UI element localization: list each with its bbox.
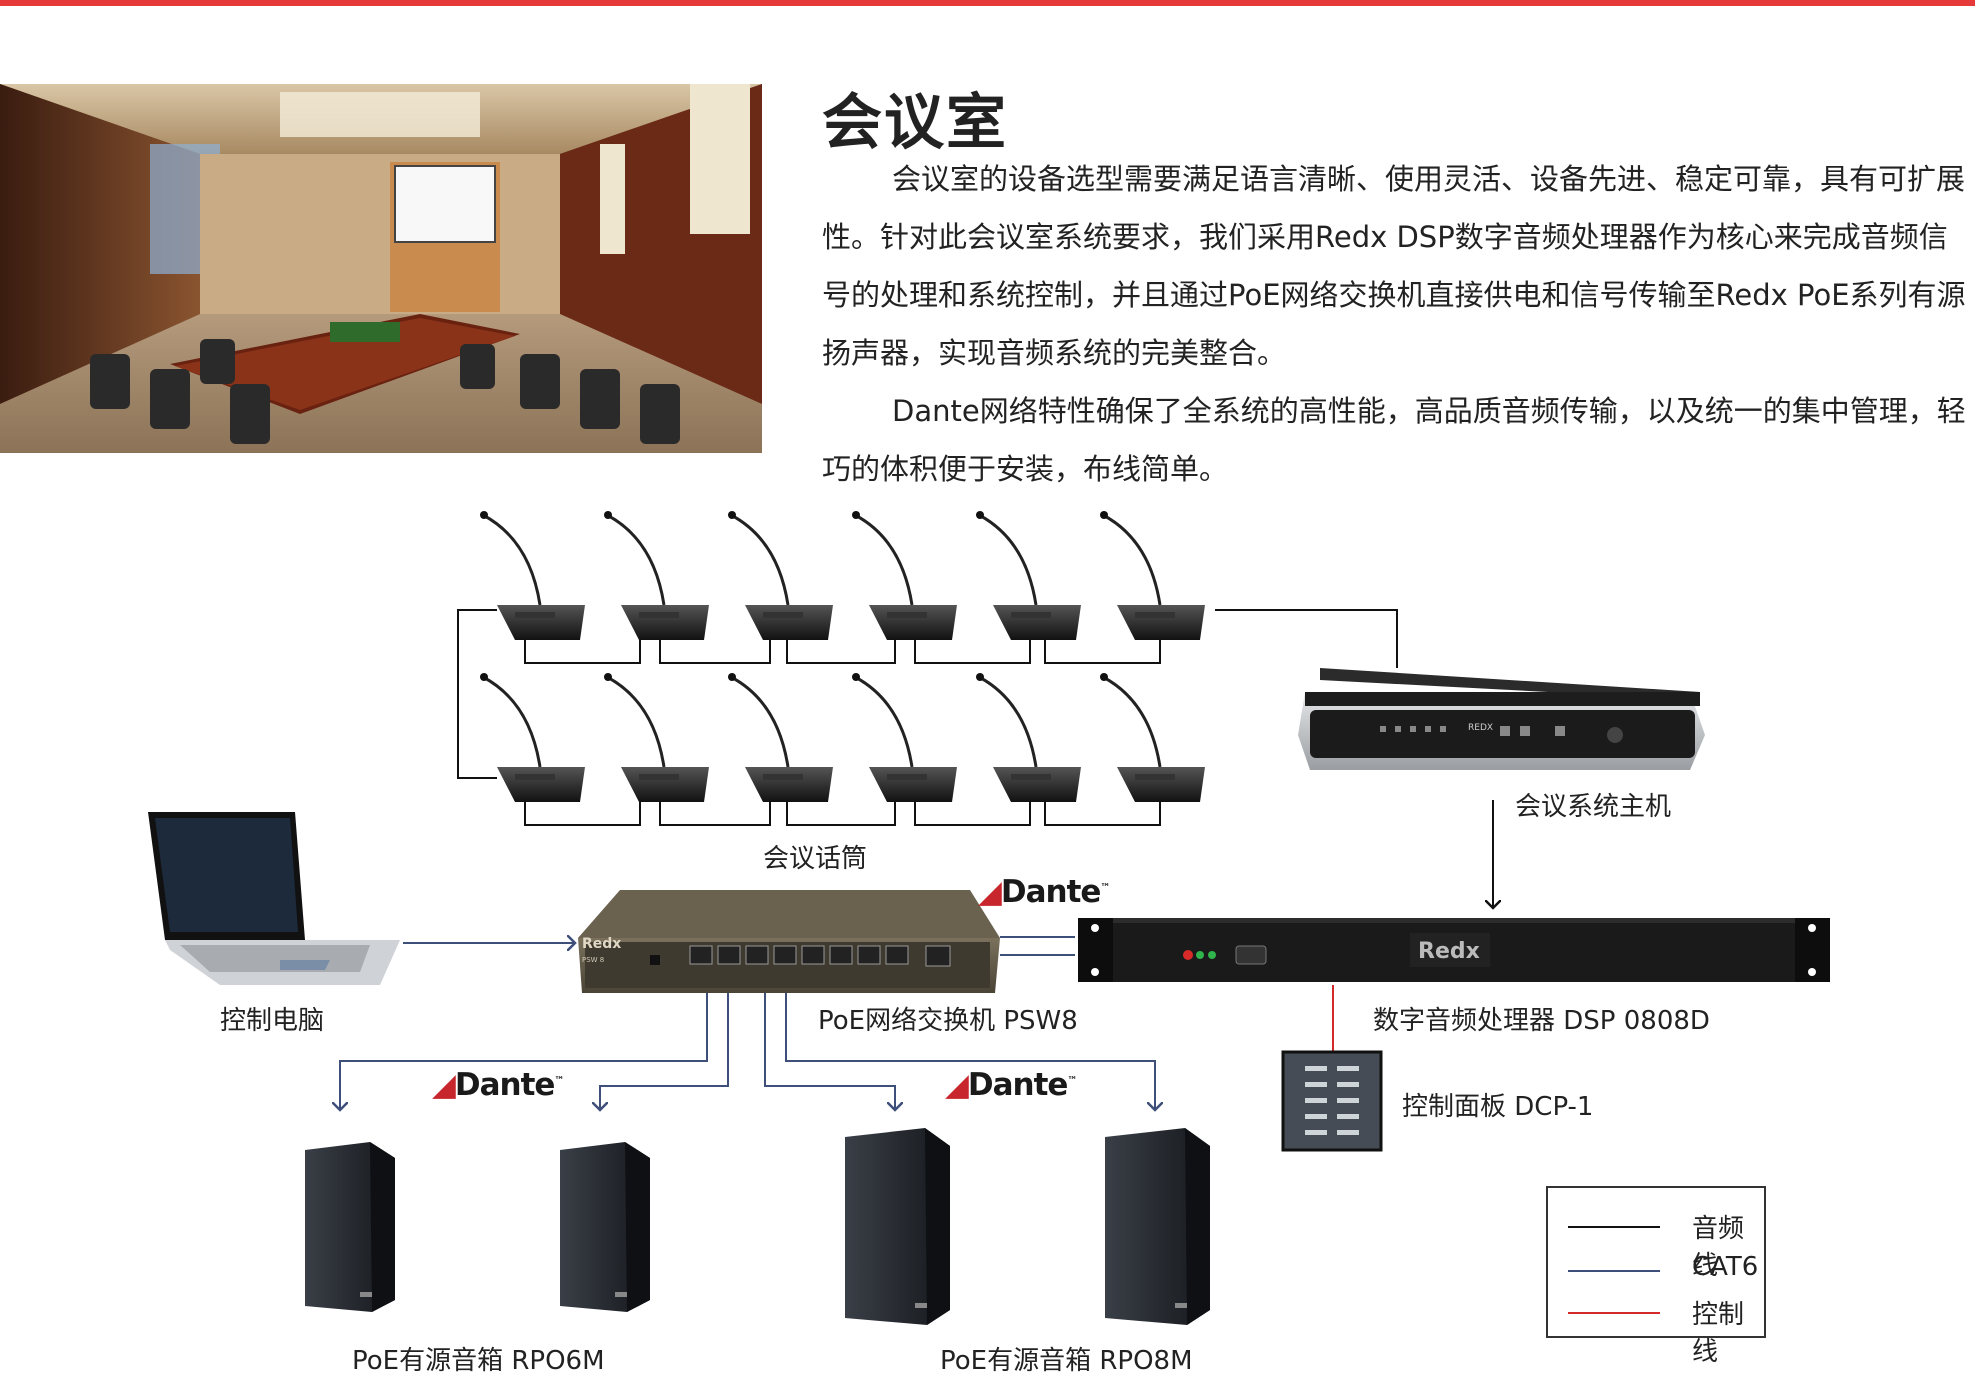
- mic-label: 会议话筒: [763, 844, 868, 874]
- host-label: 会议系统主机: [1515, 792, 1672, 822]
- legend-swatch-control: [1568, 1312, 1660, 1314]
- intro-paragraph-text: 会议室的设备选型需要满足语言清晰、使用灵活、设备先进、稳定可靠，具有可扩展性。针…: [822, 162, 1966, 370]
- top-accent-bar: [0, 0, 1975, 6]
- speaker-left-label: PoE有源音箱 RPO6M: [352, 1346, 605, 1376]
- dante-logo-tm: ™: [554, 1075, 564, 1087]
- control-panel-device: [1281, 1050, 1383, 1152]
- legend-item-control: 控制线: [1568, 1292, 1758, 1367]
- dante-logo-text: Dante: [1000, 874, 1102, 910]
- conference-mic: [976, 511, 1081, 640]
- switch-dsp-cat6: [1000, 936, 1075, 956]
- legend-label: CAT6: [1692, 1252, 1759, 1282]
- conference-mic: [604, 673, 709, 802]
- dante-paragraph-text: Dante网络特性确保了全系统的高性能，高品质音频传输，以及统一的集中管理，轻巧…: [822, 394, 1966, 486]
- legend-swatch-audio: [1568, 1226, 1660, 1228]
- dante-logo-tm: ™: [1067, 1075, 1077, 1087]
- conference-mic: [728, 511, 833, 640]
- conference-mic: [480, 511, 585, 640]
- dante-logo-dsp: ◢Dante™: [978, 874, 1110, 910]
- control-laptop: [148, 812, 400, 985]
- mic-audio-chain: [457, 609, 1398, 826]
- conference-host-unit: REDX: [1298, 668, 1705, 770]
- conference-mic: [976, 673, 1081, 802]
- conference-mic: [480, 673, 585, 802]
- mic-row-1: [480, 511, 1205, 640]
- page-title: 会议室: [822, 88, 1008, 158]
- legend-item-cat6: CAT6: [1568, 1250, 1758, 1290]
- dsp-label: 数字音频处理器 DSP 0808D: [1373, 1006, 1710, 1036]
- speaker-rpo8m-b: [1105, 1128, 1210, 1325]
- pc-label: 控制电脑: [220, 1006, 325, 1036]
- panel-label: 控制面板 DCP-1: [1402, 1092, 1594, 1122]
- dsp-rack-device: Redx: [1078, 918, 1830, 982]
- conference-mic: [1100, 511, 1205, 640]
- conference-mic: [852, 673, 957, 802]
- dante-logo-text: Dante: [967, 1067, 1069, 1103]
- conference-mic: [604, 511, 709, 640]
- dante-logo-tm: ™: [1100, 882, 1110, 894]
- legend-label: 控制线: [1692, 1300, 1745, 1367]
- svg-text:Redx: Redx: [582, 936, 621, 952]
- svg-text:REDX: REDX: [1468, 723, 1493, 733]
- legend-label: 音频线: [1692, 1214, 1745, 1281]
- speaker-rpo6m-b: [560, 1142, 650, 1312]
- conference-mic: [728, 673, 833, 802]
- legend-item-audio: 音频线: [1568, 1206, 1758, 1281]
- switch-label: PoE网络交换机 PSW8: [818, 1006, 1078, 1036]
- mic-row-2: [480, 673, 1205, 802]
- svg-text:Redx: Redx: [1418, 939, 1480, 964]
- dante-logo-right: ◢Dante™: [945, 1067, 1077, 1103]
- intro-paragraph: 会议室的设备选型需要满足语言清晰、使用灵活、设备先进、稳定可靠，具有可扩展性。针…: [822, 150, 1972, 382]
- conference-mic: [1100, 673, 1205, 802]
- dante-paragraph: Dante网络特性确保了全系统的高性能，高品质音频传输，以及统一的集中管理，轻巧…: [822, 382, 1972, 498]
- legend: 音频线 CAT6 控制线: [1546, 1186, 1766, 1367]
- conference-mic: [852, 511, 957, 640]
- speaker-rpo8m-a: [845, 1128, 950, 1325]
- dante-logo-text: Dante: [454, 1067, 556, 1103]
- speaker-right-label: PoE有源音箱 RPO8M: [940, 1346, 1193, 1376]
- svg-text:PSW 8: PSW 8: [582, 956, 604, 964]
- dante-logo-left: ◢Dante™: [432, 1067, 564, 1103]
- speaker-rpo6m-a: [305, 1142, 395, 1312]
- switch-speaker-cat6: [340, 993, 1155, 1110]
- conference-room-photo: [0, 84, 762, 453]
- legend-swatch-cat6: [1568, 1270, 1660, 1272]
- poe-switch-device: Redx PSW 8: [578, 890, 1000, 993]
